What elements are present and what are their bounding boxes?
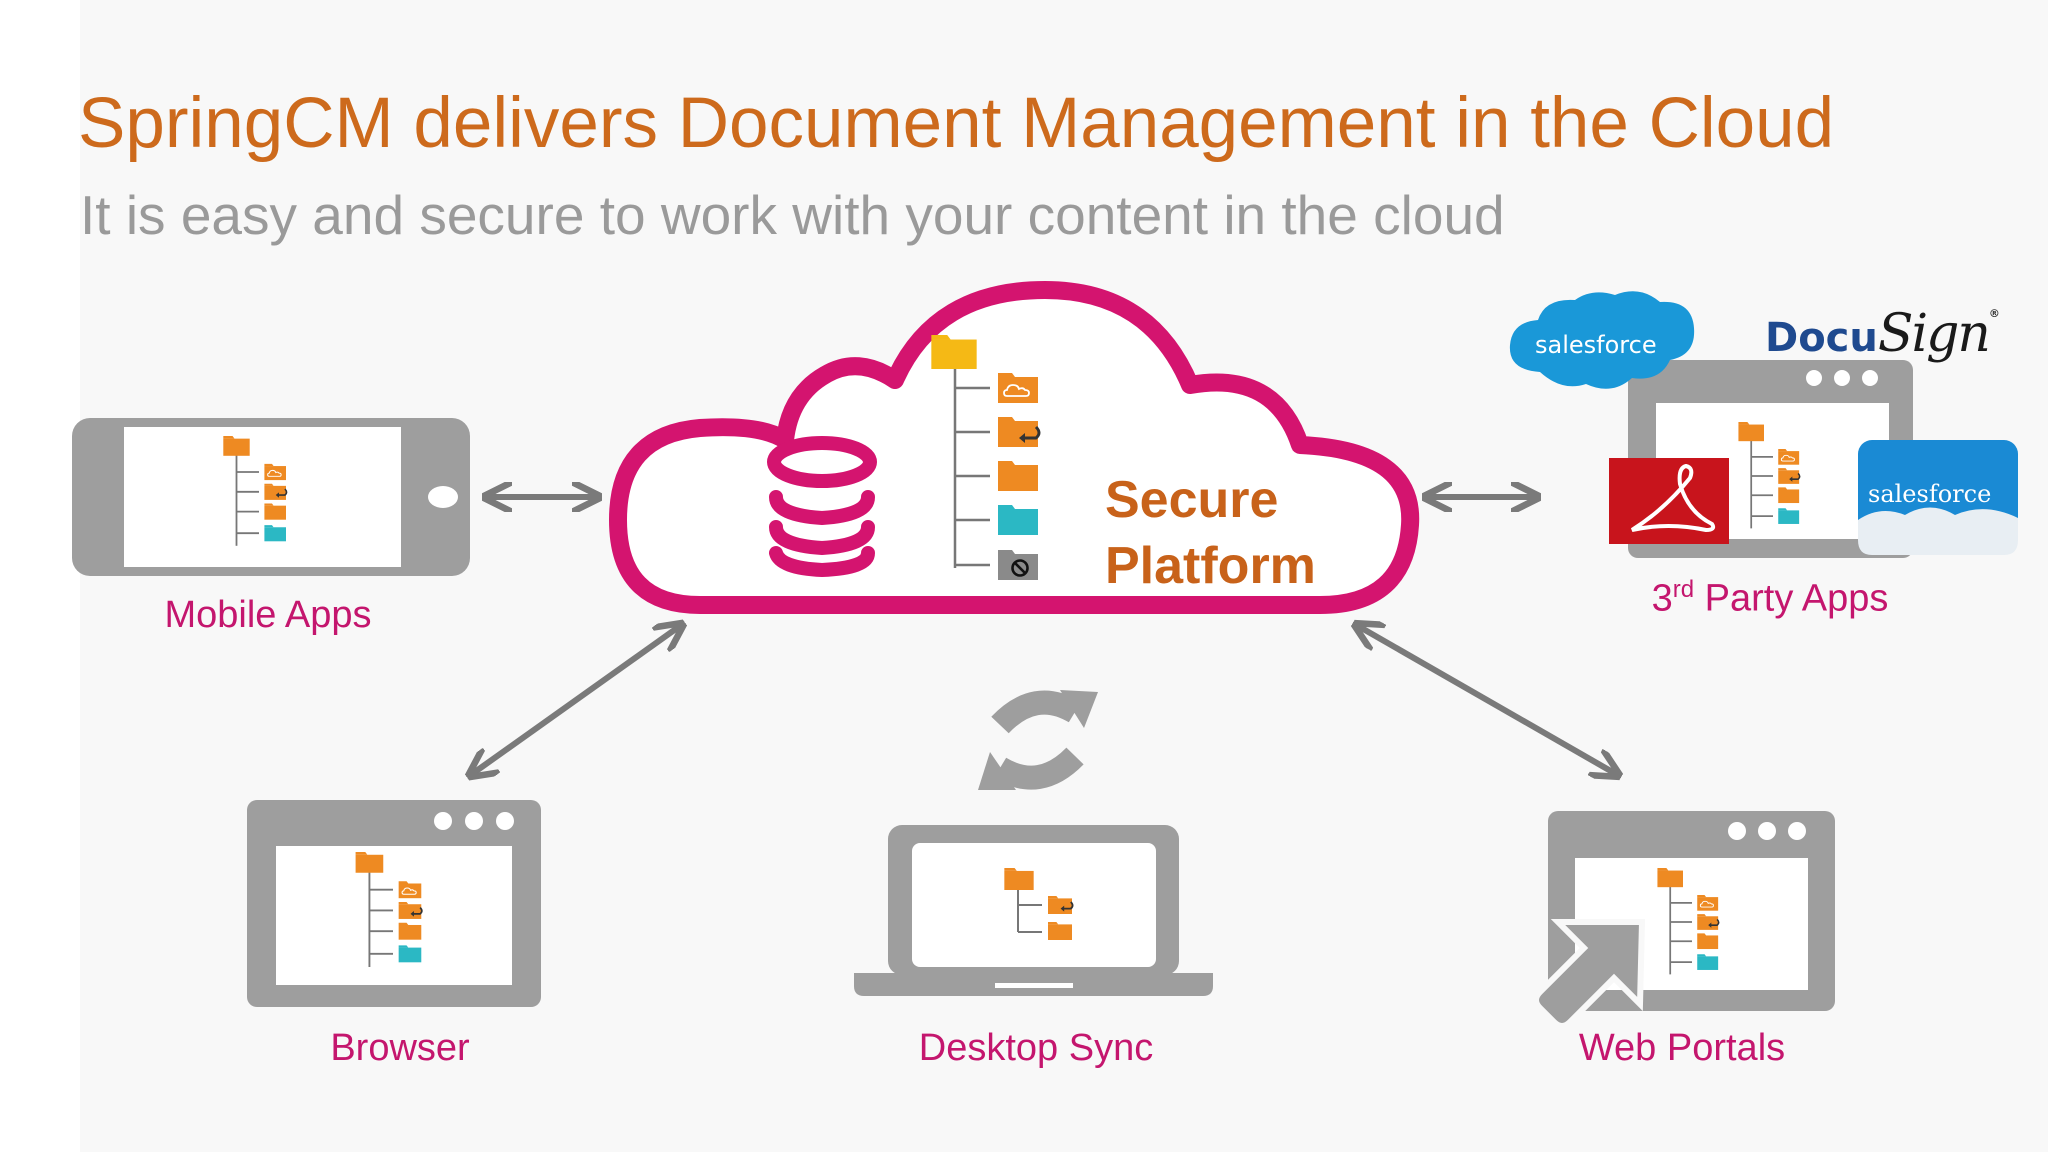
browser-label: Browser <box>330 1027 470 1069</box>
cloud-label-line2: Platform <box>1105 537 1316 595</box>
mobile-device <box>72 418 470 576</box>
arrow-cloud-web <box>1358 626 1616 774</box>
desktop-sync-label: Desktop Sync <box>918 1027 1154 1069</box>
database-icon <box>767 436 877 578</box>
laptop-device <box>854 825 1213 996</box>
sync-icon <box>991 690 1084 790</box>
acrobat-logo <box>1609 458 1729 544</box>
salesforce-top-logo <box>1509 291 1695 389</box>
salesforce-bottom-text: salesforce <box>1868 480 1992 508</box>
web-portal-window <box>1533 811 1835 1029</box>
slide-subtitle: It is easy and secure to work with your … <box>80 184 1505 246</box>
arrow-browser-cloud <box>472 626 680 774</box>
third-party-label-sup: rd <box>1672 576 1695 603</box>
laptop-folder-tree-icon <box>1004 868 1074 940</box>
folder-tree-icon <box>931 335 1039 582</box>
salesforce-top-text: salesforce <box>1535 331 1657 359</box>
docusign-registered-mark: ® <box>1988 307 2000 320</box>
docusign-text-sign: Sign <box>1877 304 1991 364</box>
sync-arrowhead-bottom <box>978 752 1016 790</box>
third-party-label-rest: Party Apps <box>1694 577 1889 620</box>
acrobat-icon <box>1630 463 1716 533</box>
web-portals-label: Web Portals <box>1578 1027 1786 1069</box>
slide-title: SpringCM delivers Document Management in… <box>78 84 1835 163</box>
cloud-outline <box>609 281 1420 614</box>
cloud-label-line1: Secure <box>1105 471 1279 529</box>
secure-cloud <box>609 281 1420 614</box>
connector-arrows <box>472 497 1616 774</box>
docusign-logo: DocuSign® <box>1765 308 2000 360</box>
mobile-apps-label: Mobile Apps <box>164 594 372 636</box>
cursor-arrow-icon <box>1533 919 1646 1029</box>
browser-window <box>247 800 541 1007</box>
salesforce-bottom-logo <box>1858 440 2018 555</box>
third-party-label-main: 3 <box>1651 577 1673 620</box>
sync-arrowhead-top <box>1060 690 1098 728</box>
cloud-icon <box>1509 291 1695 389</box>
third-party-apps-label: 3rd Party Apps <box>1652 578 1889 618</box>
docusign-text-docu: Docu <box>1765 315 1878 361</box>
